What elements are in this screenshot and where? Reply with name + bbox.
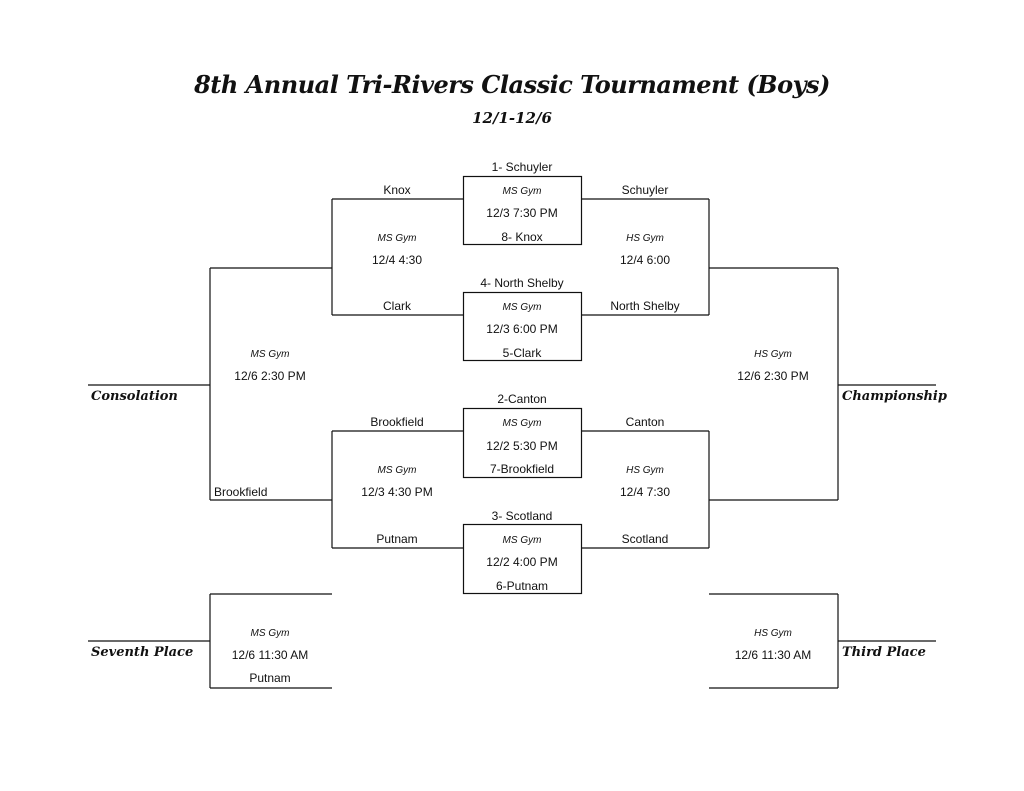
champ-semi2-top-team: Canton bbox=[625, 415, 665, 429]
champ-semi1-gym: HS Gym bbox=[626, 233, 664, 244]
game4-top-team: 3- Scotland bbox=[491, 509, 553, 523]
seventh-time: 12/6 11:30 AM bbox=[231, 648, 309, 662]
cons-semi2-bottom-team: Putnam bbox=[376, 532, 418, 546]
seventh-gym: MS Gym bbox=[250, 628, 290, 639]
champ-semi1-bottom-team: North Shelby bbox=[610, 299, 680, 313]
game4-gym: MS Gym bbox=[502, 535, 542, 546]
game4-time: 12/2 4:00 PM bbox=[486, 555, 558, 569]
champ-semi2-gym: HS Gym bbox=[626, 465, 664, 476]
consolation-label: Consolation bbox=[91, 389, 178, 404]
cons-semi1-top-team: Knox bbox=[383, 183, 411, 197]
cons-semi1-bottom-team: Clark bbox=[382, 299, 412, 313]
game4-bottom-team: 6-Putnam bbox=[495, 579, 549, 593]
seventh-place-label: Seventh Place bbox=[91, 645, 194, 660]
seventh-bottom-team: Putnam bbox=[249, 671, 291, 685]
date-range: 12/1-12/6 bbox=[472, 109, 552, 127]
cons-final-bottom-team: Brookfield bbox=[214, 485, 268, 499]
third-time: 12/6 11:30 AM bbox=[734, 648, 812, 662]
cons-semi2-top-team: Brookfield bbox=[370, 415, 424, 429]
cons-final-gym: MS Gym bbox=[250, 349, 290, 360]
champ-semi1-top-team: Schuyler bbox=[621, 183, 669, 197]
third-gym: HS Gym bbox=[754, 628, 792, 639]
game3-top-team: 2-Canton bbox=[497, 392, 547, 406]
game2-bottom-team: 5-Clark bbox=[502, 346, 542, 360]
champ-semi1-time: 12/4 6:00 bbox=[619, 253, 671, 267]
third-place-label: Third Place bbox=[842, 645, 926, 660]
page-title: 8th Annual Tri-Rivers Classic Tournament… bbox=[194, 70, 830, 99]
cons-semi2-time: 12/3 4:30 PM bbox=[361, 485, 433, 499]
game3-time: 12/2 5:30 PM bbox=[486, 439, 558, 453]
cons-semi1-time: 12/4 4:30 bbox=[371, 253, 423, 267]
cons-semi1-gym: MS Gym bbox=[377, 233, 417, 244]
game2-time: 12/3 6:00 PM bbox=[486, 322, 558, 336]
game1-gym: MS Gym bbox=[502, 186, 542, 197]
game1-top-team: 1- Schuyler bbox=[491, 160, 553, 174]
champ-semi2-time: 12/4 7:30 bbox=[619, 485, 671, 499]
champ-semi2-bottom-team: Scotland bbox=[621, 532, 669, 546]
game2-top-team: 4- North Shelby bbox=[480, 276, 564, 290]
champ-final-gym: HS Gym bbox=[754, 349, 792, 360]
championship-label: Championship bbox=[842, 389, 947, 404]
champ-final-time: 12/6 2:30 PM bbox=[737, 369, 809, 383]
game3-bottom-team: 7-Brookfield bbox=[489, 462, 555, 476]
cons-final-time: 12/6 2:30 PM bbox=[234, 369, 306, 383]
game1-bottom-team: 8- Knox bbox=[501, 230, 543, 244]
game3-gym: MS Gym bbox=[502, 418, 542, 429]
game1-time: 12/3 7:30 PM bbox=[486, 206, 558, 220]
game2-gym: MS Gym bbox=[502, 302, 542, 313]
cons-semi2-gym: MS Gym bbox=[377, 465, 417, 476]
